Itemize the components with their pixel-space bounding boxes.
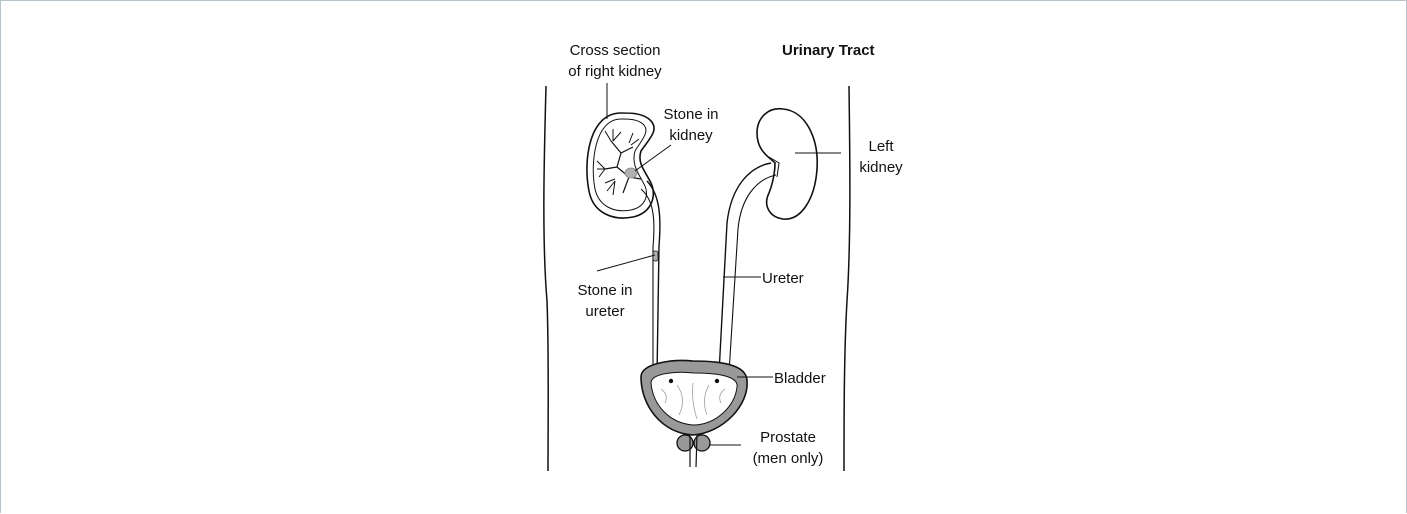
body-outline-right [844,86,850,471]
bladder [641,361,747,435]
kidney-stone [625,168,637,178]
label-stone-kidney-2: kidney [669,127,713,144]
label-prostate-2: (men only) [753,450,824,467]
label-left-kidney-2: kidney [859,159,903,176]
label-bladder: Bladder [774,370,826,387]
diagram-title: Urinary Tract [782,42,875,59]
right-kidney-cross-section [587,113,654,218]
label-ureter: Ureter [762,270,804,287]
label-cross-section-2: of right kidney [568,63,662,80]
ureter-stone [653,251,658,261]
label-left-kidney-1: Left [868,138,894,155]
label-stone-ureter-2: ureter [585,303,624,320]
leader-stone-ureter [597,255,655,271]
label-stone-kidney-1: Stone in [663,106,718,123]
label-prostate-1: Prostate [760,429,816,446]
left-ureter [719,163,771,373]
label-stone-ureter-1: Stone in [577,282,632,299]
body-outline-left [544,86,548,471]
label-cross-section-1: Cross section [570,42,661,59]
prostate [677,435,710,467]
